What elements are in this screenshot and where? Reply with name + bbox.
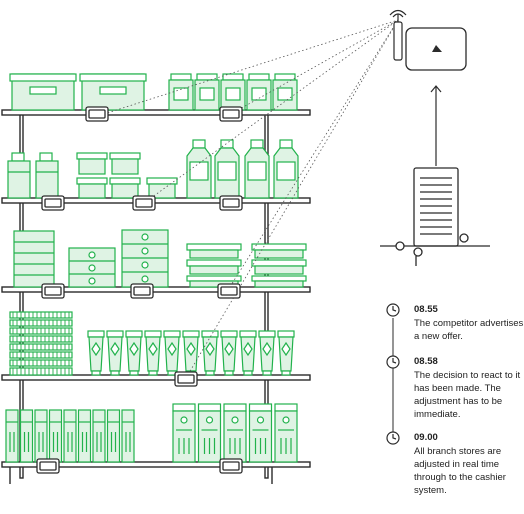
electronic-price-tags xyxy=(36,106,243,474)
connection-arrow xyxy=(430,85,442,166)
event-time: 08.58 xyxy=(414,356,438,367)
signal-lines xyxy=(103,19,399,379)
event-description: The competitor advertises a new offer. xyxy=(414,318,524,342)
event-description: The decision to react to it has been mad… xyxy=(414,370,521,420)
electronic-price-tag-icon xyxy=(41,195,65,211)
electronic-price-tag-icon xyxy=(219,195,243,211)
tall-box-row xyxy=(5,409,135,463)
drawer-unit xyxy=(121,229,169,288)
small-container xyxy=(146,177,178,199)
shelf-board-5 xyxy=(1,461,311,468)
electronic-price-tag-icon xyxy=(130,283,154,299)
stacked-containers xyxy=(76,152,108,199)
tube xyxy=(182,330,200,376)
tube-row xyxy=(87,330,295,376)
tall-box xyxy=(77,409,92,463)
carton xyxy=(248,403,273,463)
clock-icon xyxy=(386,355,400,369)
bottle xyxy=(186,139,212,199)
tube xyxy=(258,330,276,376)
electronic-price-tag-icon xyxy=(219,458,243,474)
tall-box xyxy=(48,409,63,463)
canister xyxy=(7,152,31,199)
tube xyxy=(220,330,238,376)
jar xyxy=(272,73,298,111)
event-description: All branch stores are adjusted in real t… xyxy=(414,446,506,496)
electronic-price-tag-icon xyxy=(217,283,241,299)
tall-box xyxy=(106,409,121,463)
clock-icon xyxy=(386,431,400,445)
bottle xyxy=(244,139,270,199)
electronic-price-tag-icon xyxy=(174,371,198,387)
tube xyxy=(106,330,124,376)
tray-stack xyxy=(186,243,242,288)
electronic-price-tag-icon xyxy=(85,106,109,122)
electronic-price-tag-icon xyxy=(41,283,65,299)
tube xyxy=(239,330,257,376)
event-time: 08.55 xyxy=(414,304,438,315)
carton xyxy=(172,403,196,463)
wifi-router-icon xyxy=(389,9,407,61)
event-time: 09.00 xyxy=(414,432,438,443)
shelf-unit xyxy=(1,109,311,484)
timeline-event: 08.58 The decision to react to it has be… xyxy=(414,356,524,421)
clock-icon xyxy=(386,303,400,317)
carton xyxy=(223,403,247,463)
electronic-price-tag-icon xyxy=(36,458,60,474)
tube xyxy=(87,330,105,376)
shelf-board-1 xyxy=(1,109,311,116)
server-icon xyxy=(380,167,490,266)
tray-stack xyxy=(251,243,307,288)
tube xyxy=(163,330,181,376)
tube xyxy=(125,330,143,376)
jar xyxy=(194,73,220,111)
tall-box xyxy=(19,409,34,463)
jar xyxy=(168,73,194,111)
bottle xyxy=(214,139,240,199)
tall-box xyxy=(5,409,19,463)
tube xyxy=(277,330,295,376)
storage-box xyxy=(79,73,147,111)
electronic-price-tag-icon xyxy=(132,195,156,211)
carton-row xyxy=(172,403,298,463)
timeline-event: 09.00 All branch stores are adjusted in … xyxy=(414,432,524,497)
tube xyxy=(144,330,162,376)
tube xyxy=(201,330,219,376)
jar xyxy=(246,73,272,111)
tall-box xyxy=(121,409,135,463)
timeline-event: 08.55 The competitor advertises a new of… xyxy=(414,304,524,343)
electronic-price-tag-icon xyxy=(219,106,243,122)
stacked-containers xyxy=(109,152,141,199)
bottle xyxy=(273,139,299,199)
tall-box xyxy=(92,409,106,463)
storage-box xyxy=(9,73,77,111)
carton xyxy=(274,403,298,463)
laptop-icon xyxy=(405,27,467,71)
tall-box xyxy=(63,409,77,463)
products xyxy=(5,73,307,463)
jar xyxy=(220,73,246,111)
paper-stack xyxy=(9,311,73,376)
carton xyxy=(197,403,222,463)
drawer-unit xyxy=(13,230,55,288)
tall-box xyxy=(34,409,48,463)
canister xyxy=(35,152,59,199)
drawer-unit xyxy=(68,247,116,288)
shelf-board-4 xyxy=(1,374,311,381)
